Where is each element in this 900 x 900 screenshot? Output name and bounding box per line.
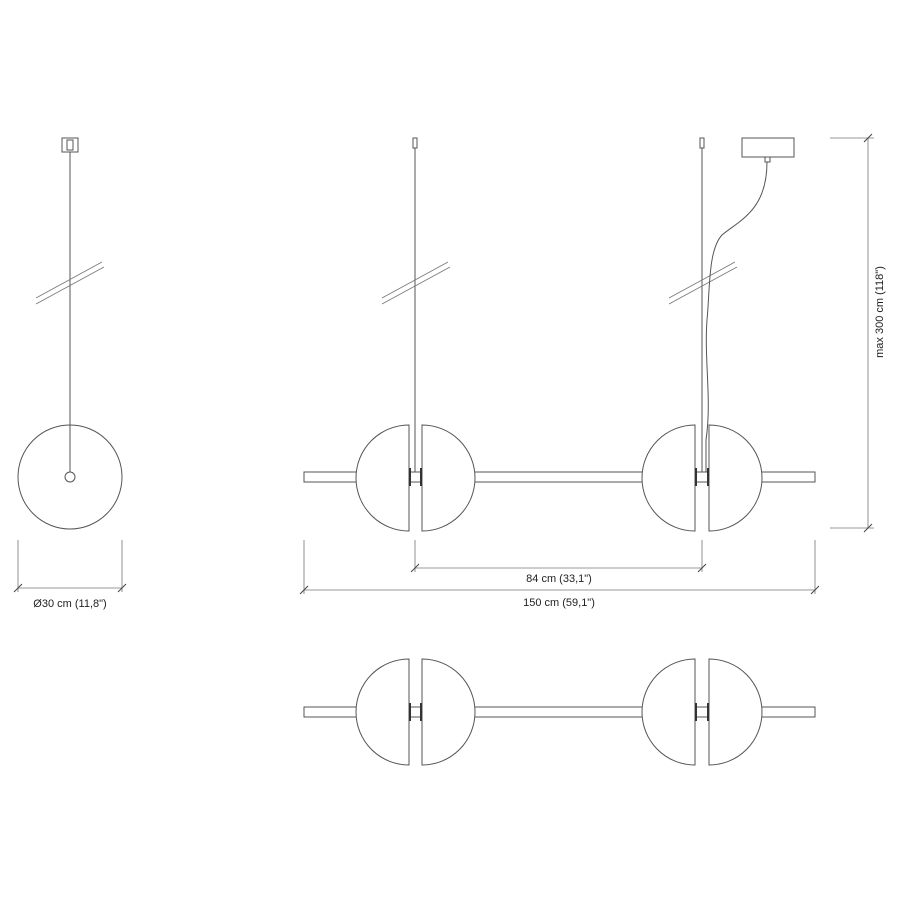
diameter-label: Ø30 cm (11,8") [33, 598, 106, 610]
light-bar [303, 471, 816, 483]
break-mark [381, 261, 451, 305]
hemisphere-shade [641, 658, 696, 766]
cable-gland [764, 156, 771, 163]
spacing-dimension: 84 cm (33,1") [410, 540, 707, 585]
hemisphere-shade [421, 658, 476, 766]
single-pendant-view: Ø30 cm (11,8") [13, 137, 127, 610]
linear-pendant-front-view: 84 cm (33,1") 150 cm (59,1") max 300 cm … [299, 133, 886, 609]
length-dimension: 150 cm (59,1") [299, 540, 820, 609]
hemisphere-shade [708, 424, 763, 532]
hemisphere-shade [355, 424, 410, 532]
hemisphere-shade [421, 424, 476, 532]
break-mark [668, 261, 738, 305]
length-label: 150 cm (59,1") [523, 597, 595, 609]
spacing-label: 84 cm (33,1") [526, 573, 592, 585]
hemisphere-shade [641, 424, 696, 532]
linear-pendant-top-view [303, 658, 816, 766]
canopy-clamp [66, 139, 74, 151]
lamp-body [303, 424, 816, 532]
light-bar [303, 706, 816, 718]
power-cable [705, 161, 768, 472]
height-label: max 300 cm (118") [874, 266, 886, 358]
height-dimension: max 300 cm (118") [830, 133, 886, 533]
disc-shade [17, 424, 123, 530]
power-canopy [741, 137, 795, 158]
break-mark [35, 261, 105, 305]
diameter-dimension: Ø30 cm (11,8") [13, 540, 127, 610]
cable-joint [64, 471, 76, 483]
hemisphere-shade [355, 658, 410, 766]
hemisphere-shade [708, 658, 763, 766]
ceiling-anchor [412, 137, 418, 149]
ceiling-anchor [699, 137, 705, 149]
